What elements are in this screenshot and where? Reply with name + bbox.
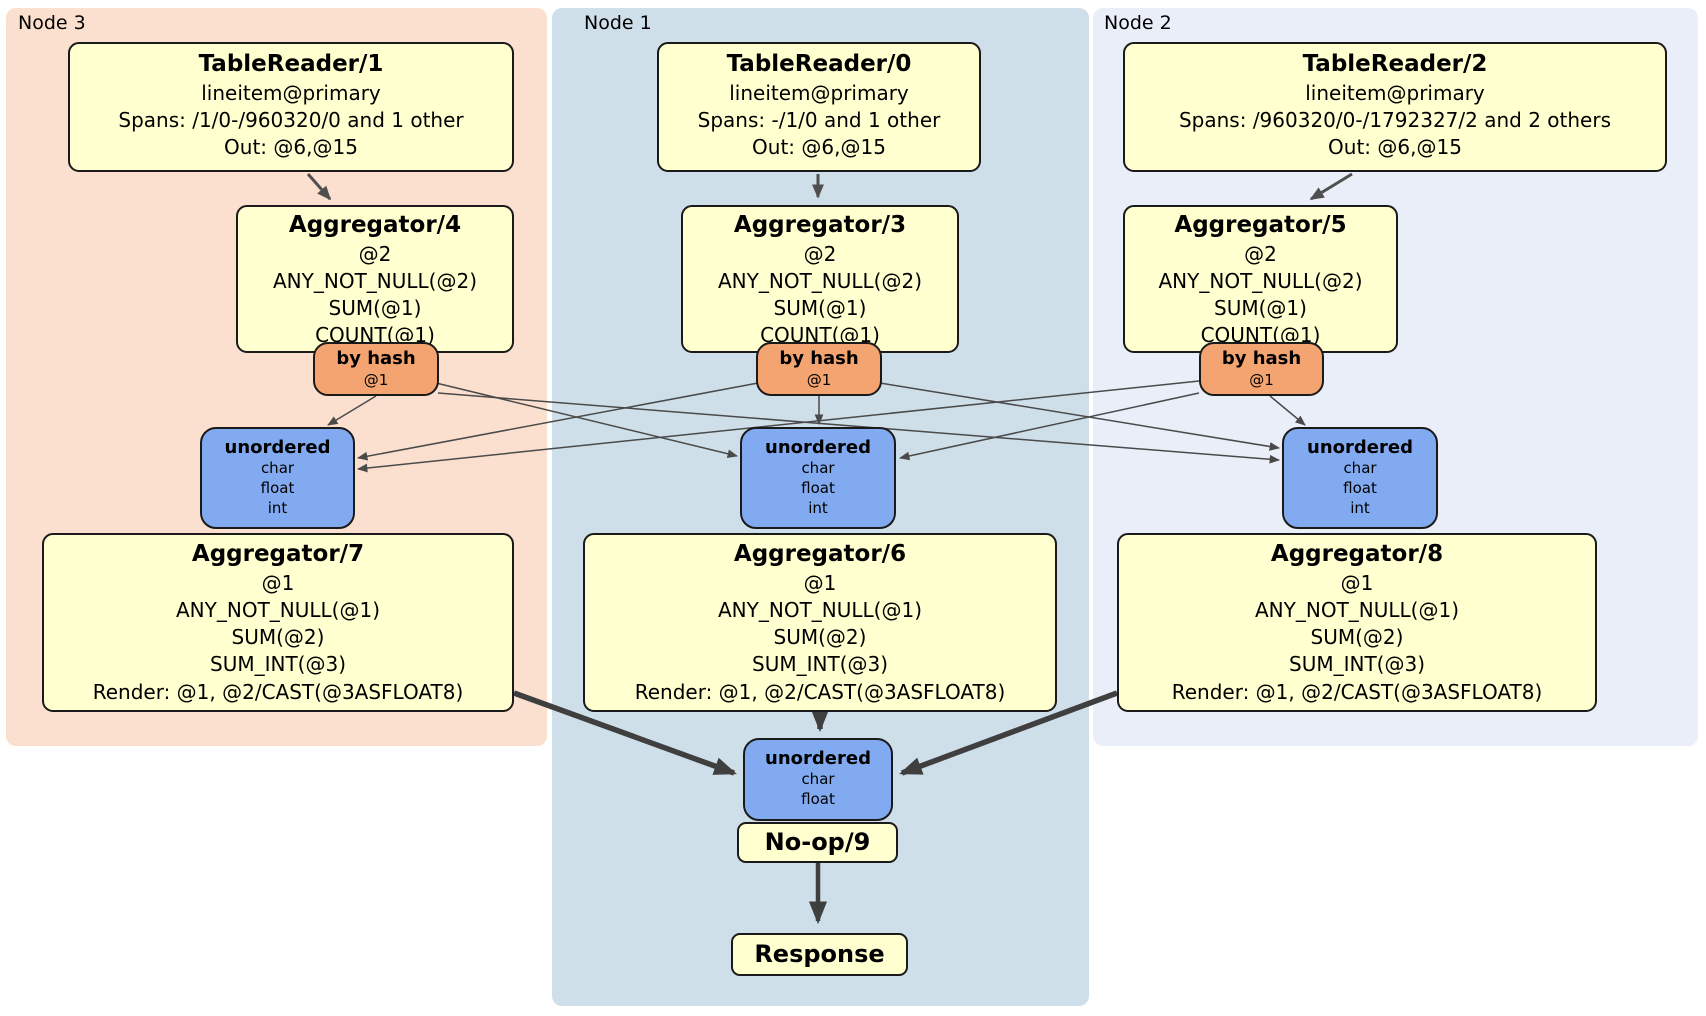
sync-title: unordered (765, 748, 871, 769)
response-box: Response (731, 933, 908, 976)
router-key: @1 (1249, 370, 1274, 389)
aggregator-3-box: Aggregator/3 @2 ANY_NOT_NULL(@2) SUM(@1)… (681, 205, 959, 353)
box-line: SUM_INT(@3) (210, 652, 346, 677)
aggregator-5-box: Aggregator/5 @2 ANY_NOT_NULL(@2) SUM(@1)… (1123, 205, 1398, 353)
box-line: ANY_NOT_NULL(@2) (273, 269, 477, 293)
box-line: @1 (803, 570, 837, 595)
router-title: by hash (336, 348, 416, 369)
box-line: SUM_INT(@3) (752, 652, 888, 677)
noop-9-box: No-op/9 (737, 822, 898, 863)
sync-col: float (1343, 479, 1377, 498)
sync-col: float (260, 479, 295, 498)
box-line: SUM(@2) (773, 625, 867, 650)
box-title: TableReader/2 (1302, 51, 1488, 77)
sync-col: int (1350, 498, 1370, 517)
unordered-sync-node1: unordered char float int (740, 427, 896, 529)
box-title: Aggregator/8 (1270, 541, 1444, 567)
box-line: @2 (358, 241, 392, 266)
box-line: SUM(@1) (1214, 296, 1307, 321)
sync-col: char (1343, 459, 1377, 478)
box-title: Aggregator/4 (288, 212, 462, 238)
box-line: ANY_NOT_NULL(@1) (718, 598, 922, 622)
edge-byhash1-to-unordered2 (879, 382, 1280, 451)
sync-col: char (260, 459, 295, 478)
box-line: lineitem@primary (729, 80, 909, 105)
sync-col: int (808, 498, 828, 517)
sync-col: char (801, 459, 835, 478)
box-title: Aggregator/7 (191, 541, 365, 567)
region-label-node2: Node 2 (1104, 12, 1172, 34)
box-line: ANY_NOT_NULL(@2) (1158, 269, 1363, 293)
box-title: Aggregator/6 (733, 541, 907, 567)
box-line: SUM(@1) (328, 296, 422, 321)
router-key: @1 (806, 370, 832, 389)
hash-router-node3: by hash @1 (313, 342, 439, 396)
box-line: SUM(@2) (231, 625, 325, 650)
box-title: TableReader/0 (726, 51, 912, 77)
box-line: Out: @6,@15 (1328, 135, 1462, 160)
hash-router-node1: by hash @1 (756, 342, 882, 396)
aggregator-7-box: Aggregator/7 @1 ANY_NOT_NULL(@1) SUM(@2)… (42, 533, 514, 712)
edge-byhash2-to-unordered2 (1269, 395, 1306, 426)
box-line: ANY_NOT_NULL(@1) (176, 598, 380, 622)
box-line: ANY_NOT_NULL(@2) (718, 269, 922, 293)
edge-byhash3-to-unordered2 (437, 392, 1280, 464)
box-line: Render: @1, @2/CAST(@3ASFLOAT8) (634, 679, 1006, 704)
sync-col: float (801, 479, 835, 498)
edge-aggregator8-to-final-unordered (899, 690, 1118, 776)
hash-router-node2: by hash @1 (1199, 342, 1324, 396)
edge-byhash2-to-unordered3 (357, 380, 1200, 473)
edge-byhash3-to-unordered3 (327, 395, 377, 426)
aggregator-6-box: Aggregator/6 @1 ANY_NOT_NULL(@1) SUM(@2)… (583, 533, 1057, 712)
edge-tablereader1-to-aggregator4 (306, 173, 332, 201)
edge-byhash1-to-unordered3 (357, 382, 759, 461)
edge-byhash3-to-unordered1 (435, 382, 738, 459)
sync-col: float (801, 790, 835, 809)
sync-title: unordered (765, 437, 871, 458)
region-label-node3: Node 3 (18, 12, 86, 34)
edge-tablereader2-to-aggregator5 (1309, 172, 1353, 201)
box-line: @2 (1244, 241, 1277, 266)
box-line: @1 (261, 570, 295, 595)
box-line: SUM_INT(@3) (1289, 652, 1425, 677)
box-line: lineitem@primary (1305, 80, 1485, 105)
sync-title: unordered (224, 437, 331, 458)
box-line: @1 (1340, 570, 1374, 595)
box-title: TableReader/1 (198, 51, 384, 77)
router-key: @1 (363, 370, 389, 389)
tablereader-2-box: TableReader/2 lineitem@primary Spans: /9… (1123, 42, 1667, 172)
box-line: lineitem@primary (201, 80, 381, 105)
sync-col: int (267, 498, 288, 517)
box-title: Response (754, 940, 885, 969)
unordered-sync-node3: unordered char float int (200, 427, 355, 529)
box-line: Render: @1, @2/CAST(@3ASFLOAT8) (1171, 679, 1543, 704)
box-title: Aggregator/5 (1174, 212, 1347, 238)
edge-aggregator7-to-final-unordered (513, 690, 737, 776)
region-label-node1: Node 1 (584, 12, 652, 34)
box-line: @2 (803, 241, 837, 266)
box-line: Render: @1, @2/CAST(@3ASFLOAT8) (92, 679, 464, 704)
box-line: Spans: /960320/0-/1792327/2 and 2 others (1178, 108, 1611, 132)
box-title: No-op/9 (764, 828, 871, 857)
router-title: by hash (1221, 348, 1302, 369)
box-line: SUM(@1) (773, 296, 867, 321)
unordered-sync-node2: unordered char float int (1282, 427, 1438, 529)
box-line: Out: @6,@15 (752, 135, 886, 160)
box-line: Spans: /1/0-/960320/0 and 1 other (118, 108, 464, 132)
box-title: Aggregator/3 (733, 212, 907, 238)
box-line: Out: @6,@15 (224, 135, 358, 160)
box-line: SUM(@2) (1310, 625, 1404, 650)
box-line: ANY_NOT_NULL(@1) (1255, 598, 1459, 622)
router-title: by hash (779, 348, 859, 369)
edge-byhash2-to-unordered1 (899, 392, 1200, 461)
tablereader-1-box: TableReader/1 lineitem@primary Spans: /1… (68, 42, 514, 172)
box-line: Spans: -/1/0 and 1 other (697, 108, 941, 132)
sync-title: unordered (1307, 437, 1413, 458)
final-unordered-sync: unordered char float (743, 738, 893, 821)
sync-col: char (801, 770, 835, 789)
tablereader-0-box: TableReader/0 lineitem@primary Spans: -/… (657, 42, 981, 172)
aggregator-4-box: Aggregator/4 @2 ANY_NOT_NULL(@2) SUM(@1)… (236, 205, 514, 353)
aggregator-8-box: Aggregator/8 @1 ANY_NOT_NULL(@1) SUM(@2)… (1117, 533, 1597, 712)
